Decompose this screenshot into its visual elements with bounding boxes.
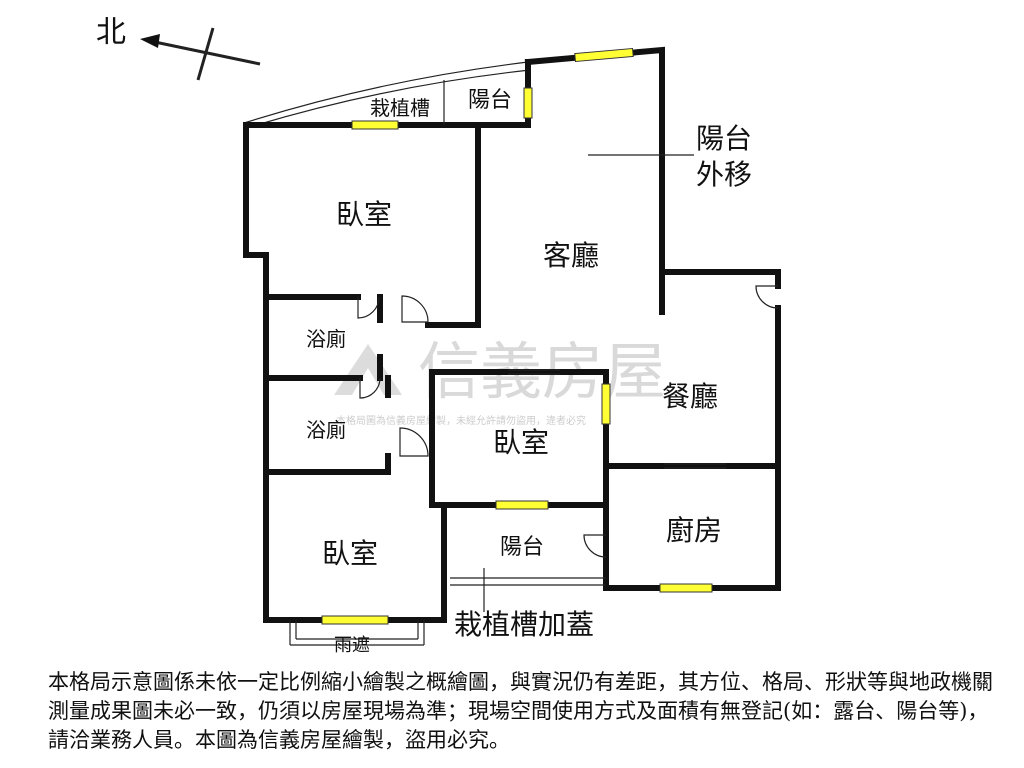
door bbox=[357, 296, 380, 319]
label-dining-room: 餐廳 bbox=[662, 380, 718, 413]
label-bedroom-sw: 臥室 bbox=[322, 537, 378, 570]
label-kitchen: 廚房 bbox=[666, 514, 722, 547]
window bbox=[351, 120, 399, 130]
door bbox=[755, 285, 779, 309]
room-labels: 栽植槽 陽台 陽台 外移 臥室 客廳 浴廁 浴廁 餐廳 臥室 廚房 陽台 臥室 … bbox=[306, 88, 752, 656]
label-living-room: 客廳 bbox=[543, 239, 599, 272]
door bbox=[583, 534, 607, 558]
thin-lines bbox=[289, 80, 726, 646]
door bbox=[359, 377, 381, 399]
label-planter-covered: 栽植槽加蓋 bbox=[454, 608, 594, 641]
watermark-notice: 本格局圖為信義房屋繪製，未經允許請勿盜用，違者必究 bbox=[336, 414, 586, 427]
door bbox=[399, 427, 429, 457]
window bbox=[523, 87, 533, 119]
compass: 北 bbox=[96, 15, 261, 81]
label-bedroom-center: 臥室 bbox=[493, 426, 549, 459]
doors bbox=[357, 285, 779, 558]
north-label: 北 bbox=[96, 15, 126, 50]
windows bbox=[321, 47, 713, 625]
window bbox=[601, 383, 611, 425]
watermark: 信義房屋 本格局圖為信義房屋繪製，未經允許請勿盜用，違者必究 bbox=[334, 335, 666, 427]
label-balcony-bottom: 陽台 bbox=[500, 535, 544, 560]
door bbox=[401, 295, 429, 323]
label-balcony-top: 陽台 bbox=[468, 88, 512, 113]
label-rain-shelter: 雨遮 bbox=[334, 635, 370, 656]
window bbox=[659, 583, 713, 593]
label-bedroom-nw: 臥室 bbox=[336, 198, 392, 231]
watermark-logo-icon bbox=[334, 344, 402, 395]
north-arrow-icon bbox=[140, 34, 160, 48]
label-balcony-moved-1: 陽台 bbox=[696, 122, 752, 155]
window bbox=[574, 47, 634, 63]
label-bathroom-2: 浴廁 bbox=[306, 418, 346, 442]
label-planter-top: 栽植槽 bbox=[370, 96, 430, 120]
window bbox=[321, 615, 389, 625]
window bbox=[495, 500, 549, 510]
disclaimer-text: 本格局示意圖係未依一定比例縮小繪製之概繪圖，與實況仍有差距，其方位、格局、形狀等… bbox=[48, 670, 993, 752]
label-balcony-moved-2: 外移 bbox=[696, 158, 752, 191]
label-bathroom-1: 浴廁 bbox=[306, 327, 346, 351]
